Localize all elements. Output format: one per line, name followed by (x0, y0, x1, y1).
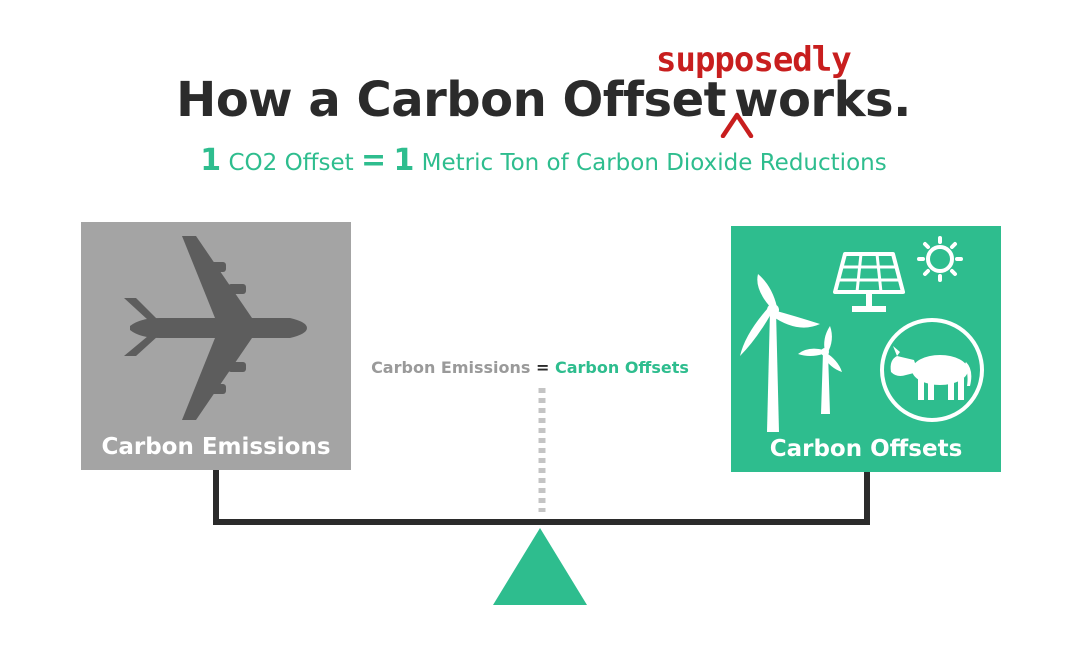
subtitle-text-2: Metric Ton of Carbon Dioxide Reductions (421, 150, 887, 176)
carbon-offsets-label: Carbon Offsets (769, 436, 963, 462)
airplane-icon (124, 236, 307, 420)
sun-icon (917, 236, 963, 282)
solar-panel-icon (833, 252, 905, 312)
cow-icon (880, 318, 984, 422)
title-part-2: works. (734, 72, 911, 128)
caret-insert-mark (720, 112, 754, 138)
carbon-emissions-box: Carbon Emissions (81, 222, 351, 470)
scale-beam (213, 470, 870, 525)
carbon-offsets-box: Carbon Offsets (731, 226, 1001, 472)
wind-turbine-icon (798, 326, 842, 414)
fulcrum-triangle (493, 528, 587, 605)
wind-turbine-icon (740, 274, 820, 432)
balance-equation: Carbon Emissions = Carbon Offsets (362, 358, 698, 377)
equation-right: Carbon Offsets (554, 358, 689, 377)
subtitle: 1 CO2 Offset = 1 Metric Ton of Carbon Di… (0, 143, 1087, 178)
subtitle-text-1: CO2 Offset (228, 150, 354, 176)
equation-left: Carbon Emissions (371, 358, 531, 377)
insertion-annotation: supposedly (656, 40, 852, 80)
carbon-emissions-label: Carbon Emissions (101, 434, 331, 460)
title-part-1: How a Carbon Offset (176, 72, 727, 128)
subtitle-equals: = (361, 143, 387, 178)
subtitle-number-2: 1 (393, 143, 415, 178)
equation-equals: = (536, 358, 550, 377)
subtitle-number-1: 1 (200, 143, 222, 178)
